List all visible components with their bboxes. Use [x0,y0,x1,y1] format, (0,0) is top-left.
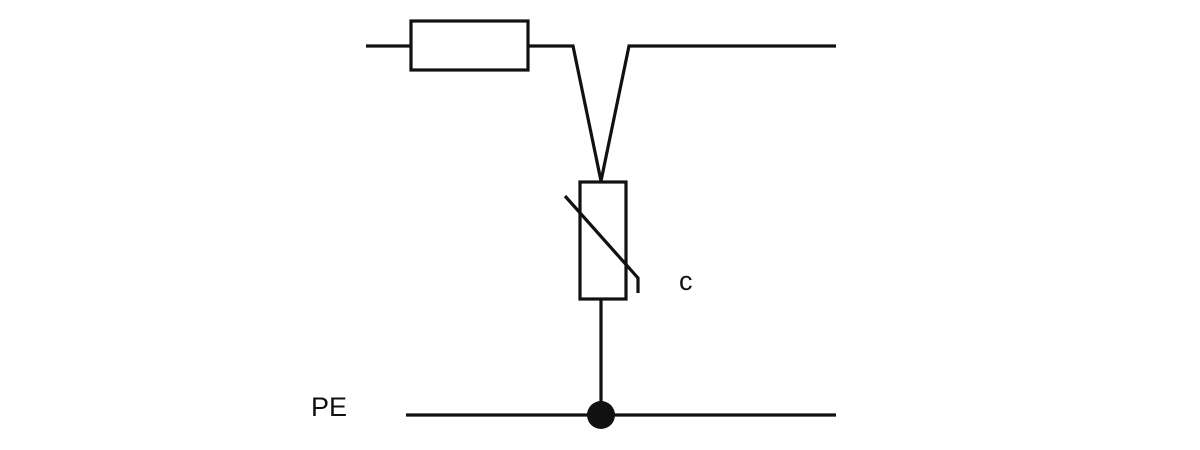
junction-dot [587,401,615,429]
varistor-characteristic-line [563,194,640,293]
varistor-symbol [563,180,640,301]
fuse-symbol [409,19,530,72]
protective-earth-conductor [406,401,836,429]
protective-earth-label: PE [311,392,347,422]
fuse-to-varistor-wire [528,44,603,182]
varistor-label: c [679,266,693,296]
line-conductor [366,19,836,182]
varistor-to-output-wire [599,44,836,182]
